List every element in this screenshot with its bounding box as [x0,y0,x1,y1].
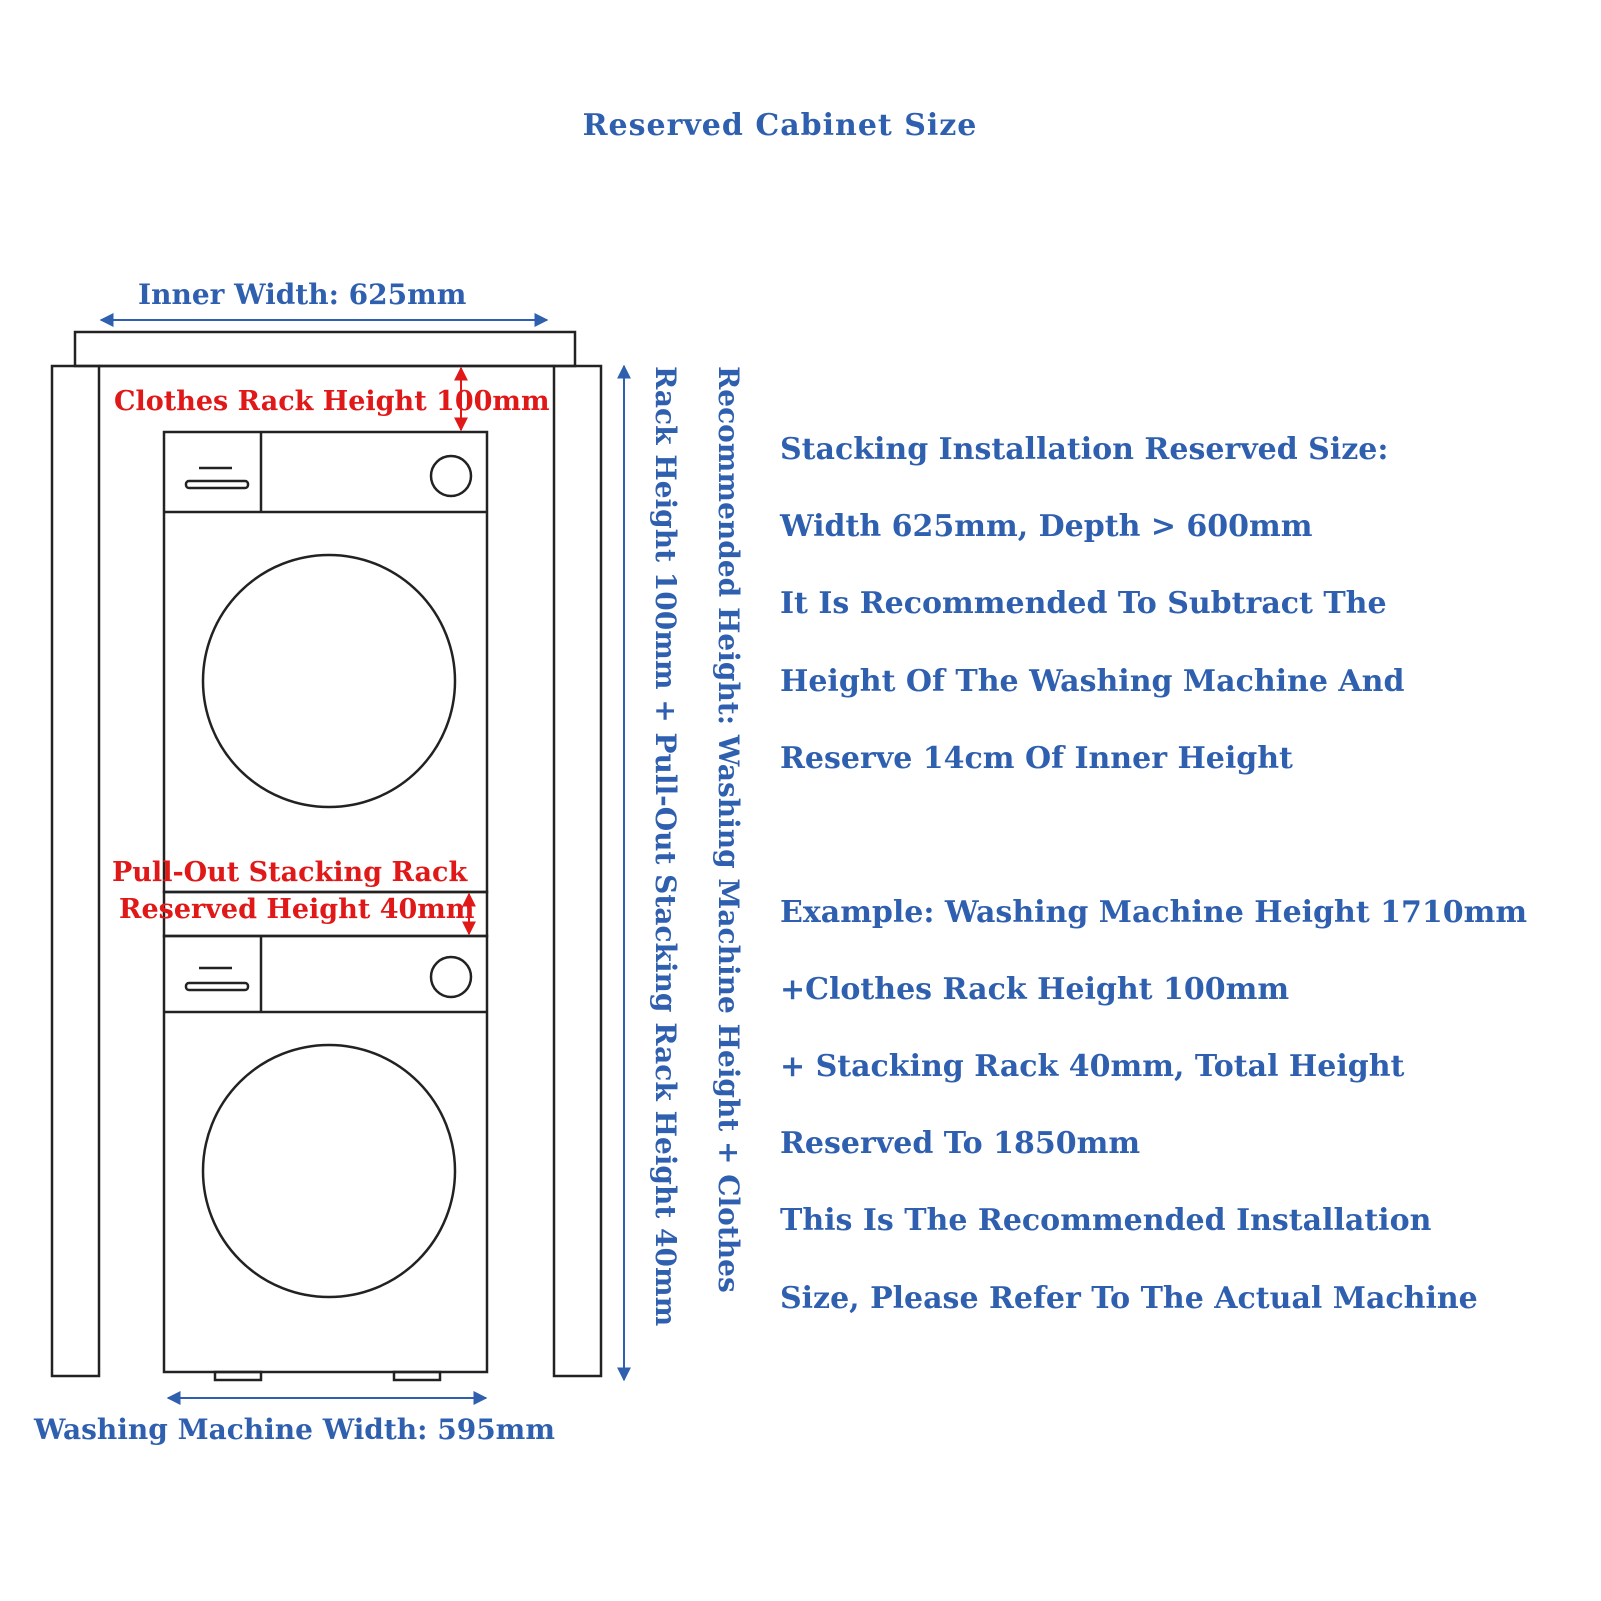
example-line: + Stacking Rack 40mm, Total Height [780,1049,1405,1084]
description-line: Reserve 14cm Of Inner Height [780,741,1293,776]
description-line: Width 625mm, Depth > 600mm [780,509,1313,544]
lower-machine-door [201,1043,457,1299]
vertical-height-label-1: Rack Height 100mm + Pull-Out Stacking Ra… [649,366,682,1327]
upper-machine-door [201,553,457,809]
washing-machine-width-label: Washing Machine Width: 595mm [34,1413,555,1446]
stacking-rack-label-line-2: Reserved Height 40mm [119,894,475,925]
example-line: +Clothes Rack Height 100mm [780,972,1290,1007]
page-title: Reserved Cabinet Size [582,108,978,143]
description-line: It Is Recommended To Subtract The [780,586,1387,621]
example-line: This Is The Recommended Installation [780,1203,1432,1238]
lower-machine-body [162,934,489,1374]
vertical-height-label-2: Recommended Height: Washing Machine Heig… [712,366,745,1293]
example-line: Reserved To 1850mm [780,1126,1141,1161]
upper-machine-body [162,430,489,894]
example-line: Size, Please Refer To The Actual Machine [780,1281,1478,1316]
cabinet-top-board [73,330,577,368]
cabinet-right-post [552,364,603,1378]
clothes-rack-height-label: Clothes Rack Height 100mm [114,386,550,417]
example-line: Example: Washing Machine Height 1710mm [780,895,1528,930]
inner-width-label: Inner Width: 625mm [138,278,467,311]
stacking-rack-label-line-1: Pull-Out Stacking Rack [112,857,468,888]
description-line: Height Of The Washing Machine And [780,664,1405,699]
cabinet-left-post [50,364,101,1378]
description-line: Stacking Installation Reserved Size: [780,432,1389,467]
